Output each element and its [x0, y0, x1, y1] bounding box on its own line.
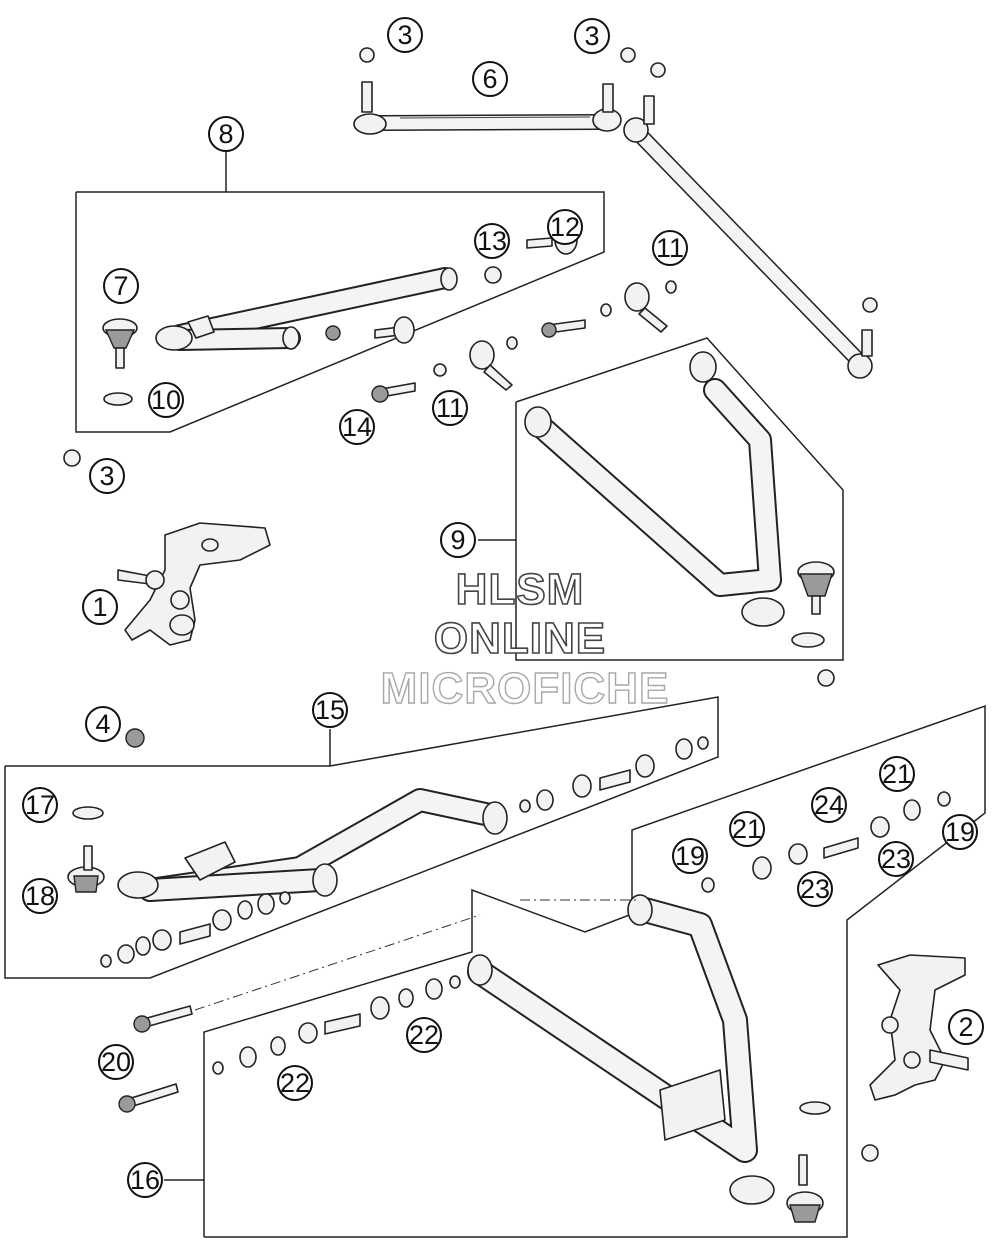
callout-8[interactable]: 8	[208, 116, 244, 152]
svg-text:15: 15	[315, 695, 345, 725]
upper-a-arm-9	[524, 351, 835, 648]
callout-11-upper[interactable]: 11	[652, 230, 688, 266]
svg-text:12: 12	[550, 212, 580, 242]
group-frames	[4, 152, 986, 1238]
callout-21-left[interactable]: 21	[729, 811, 765, 847]
callout-7[interactable]: 7	[103, 268, 139, 304]
tie-rod-6	[353, 47, 666, 135]
svg-text:7: 7	[113, 271, 128, 301]
svg-text:10: 10	[151, 385, 181, 415]
watermark-line-3: MICROFICHE	[380, 663, 670, 713]
svg-text:6: 6	[482, 64, 497, 94]
tie-rod-right	[623, 95, 878, 379]
steering-knuckle-1	[117, 522, 271, 646]
callout-23-left[interactable]: 23	[797, 871, 833, 907]
callout-17[interactable]: 17	[22, 787, 58, 823]
callout-23-right[interactable]: 23	[878, 841, 914, 877]
callout-20[interactable]: 20	[98, 1044, 134, 1080]
callout-1[interactable]: 1	[82, 589, 118, 625]
svg-text:11: 11	[436, 393, 464, 423]
callout-3-left[interactable]: 3	[89, 458, 125, 494]
callout-14[interactable]: 14	[339, 409, 375, 445]
callout-13[interactable]: 13	[474, 223, 510, 259]
callout-6[interactable]: 6	[472, 61, 508, 97]
lower-control-arm-15	[67, 736, 709, 968]
svg-text:2: 2	[958, 1012, 973, 1042]
loose-nuts	[63, 449, 879, 1162]
svg-text:21: 21	[882, 759, 912, 789]
callout-4[interactable]: 4	[85, 706, 121, 742]
callout-21-right[interactable]: 21	[879, 756, 915, 792]
svg-text:20: 20	[101, 1047, 131, 1077]
callout-11-lower[interactable]: 11	[432, 390, 468, 426]
svg-text:1: 1	[92, 592, 107, 622]
callout-12[interactable]: 12	[547, 209, 583, 245]
svg-text:22: 22	[280, 1068, 310, 1098]
svg-text:3: 3	[397, 20, 412, 50]
svg-text:9: 9	[450, 525, 465, 555]
svg-text:11: 11	[656, 233, 684, 263]
svg-text:23: 23	[881, 844, 911, 874]
frame-group-8	[75, 191, 605, 433]
callout-9[interactable]: 9	[440, 522, 476, 558]
svg-text:18: 18	[25, 881, 55, 911]
lower-a-arm-16	[118, 791, 951, 1223]
callout-2[interactable]: 2	[948, 1009, 984, 1045]
callout-15[interactable]: 15	[312, 692, 348, 728]
svg-text:21: 21	[732, 814, 762, 844]
svg-text:8: 8	[218, 119, 233, 149]
svg-text:13: 13	[477, 226, 507, 256]
upper-control-arm-8	[102, 225, 677, 406]
svg-text:19: 19	[675, 841, 705, 871]
svg-text:17: 17	[25, 790, 55, 820]
callout-22-upper[interactable]: 22	[406, 1017, 442, 1053]
svg-text:3: 3	[99, 461, 114, 491]
svg-text:24: 24	[814, 790, 844, 820]
svg-text:3: 3	[584, 21, 599, 51]
callout-19-right[interactable]: 19	[942, 814, 978, 850]
callout-19-left[interactable]: 19	[672, 838, 708, 874]
svg-text:19: 19	[945, 817, 975, 847]
steering-knuckle-2	[869, 954, 969, 1101]
callout-24[interactable]: 24	[811, 787, 847, 823]
frame-group-16	[203, 704, 986, 1238]
svg-text:23: 23	[800, 874, 830, 904]
svg-text:14: 14	[342, 412, 372, 442]
svg-text:16: 16	[130, 1165, 160, 1195]
callout-3-top-left[interactable]: 3	[387, 17, 423, 53]
callout-3-top-right[interactable]: 3	[574, 18, 610, 54]
watermark-line-2: ONLINE	[433, 613, 607, 664]
watermark-line-1: HLSM	[455, 564, 585, 615]
svg-text:22: 22	[409, 1020, 439, 1050]
callout-16[interactable]: 16	[127, 1162, 163, 1198]
svg-text:4: 4	[95, 709, 110, 739]
callout-10[interactable]: 10	[148, 382, 184, 418]
callout-18[interactable]: 18	[22, 878, 58, 914]
frame-group-9	[515, 337, 844, 661]
callout-22-lower[interactable]: 22	[277, 1065, 313, 1101]
